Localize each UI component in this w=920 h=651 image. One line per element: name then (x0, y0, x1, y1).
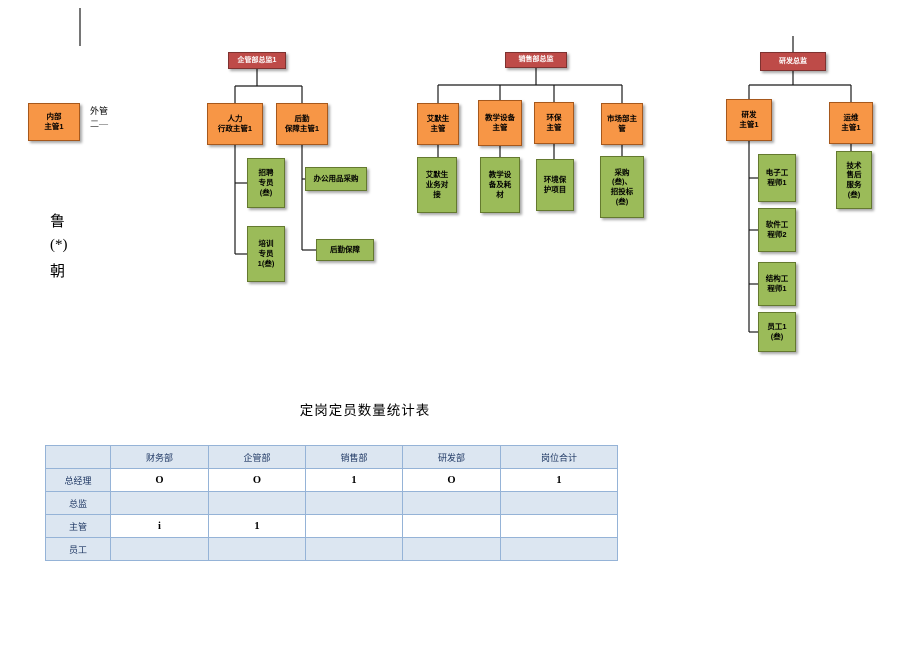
row-label-director[interactable]: 总监 (45, 491, 111, 515)
staffing-stats-table: 财务部 企管部 销售部 研发部 岗位合计 总经理 O O 1 O 1 总监 (45, 445, 618, 561)
header-cell-finance[interactable]: 财务部 (110, 445, 209, 469)
cell-staff-sales[interactable] (305, 537, 403, 561)
org-node-emerson-manager[interactable]: 艾默生 主管 (417, 103, 459, 145)
side-note-line1: 外管 (90, 106, 109, 116)
cell-manager-finance[interactable]: i (110, 514, 209, 538)
org-node-teaching-equip-supplies[interactable]: 教学设 备及耗 材 (480, 157, 520, 213)
org-node-logistics-manager[interactable]: 后勤 保障主管1 (276, 103, 328, 145)
vertical-char-2: (*) (50, 237, 68, 253)
org-node-teaching-equip-manager[interactable]: 教学设备 主管 (478, 100, 522, 146)
cell-staff-finance[interactable] (110, 537, 209, 561)
org-node-hr-admin-manager[interactable]: 人力 行政主管1 (207, 103, 263, 145)
org-node-electronics-engineer[interactable]: 电子工 程师1 (758, 154, 796, 202)
header-cell-blank[interactable] (45, 445, 111, 469)
cell-gm-finance[interactable]: O (110, 468, 209, 492)
table-title: 定岗定员数量统计表 (299, 403, 431, 418)
org-node-environment-manager[interactable]: 环保 主管 (534, 102, 574, 144)
cell-gm-rd[interactable]: O (402, 468, 501, 492)
cell-director-finance[interactable] (110, 491, 209, 515)
table-row-gm: 总经理 O O 1 O 1 (45, 468, 618, 492)
org-node-admin-director[interactable]: 企管部总监1 (228, 52, 286, 69)
row-label-gm[interactable]: 总经理 (45, 468, 111, 492)
cell-gm-sales[interactable]: 1 (305, 468, 403, 492)
org-node-office-supplies[interactable]: 办公用品采购 (305, 167, 367, 191)
org-node-emerson-business[interactable]: 艾默生 业务对 接 (417, 157, 457, 213)
row-label-manager[interactable]: 主管 (45, 514, 111, 538)
cell-staff-rd[interactable] (402, 537, 501, 561)
row-label-staff[interactable]: 员工 (45, 537, 111, 561)
header-cell-total[interactable]: 岗位合计 (500, 445, 618, 469)
cell-manager-total[interactable] (500, 514, 618, 538)
cell-manager-admin[interactable]: 1 (208, 514, 306, 538)
org-node-rd-director[interactable]: 研发总监 (760, 52, 826, 71)
org-node-recruiting-staff[interactable]: 招聘 专员 (叁) (247, 158, 285, 208)
vertical-char-1: 鲁 (50, 214, 66, 230)
org-node-procurement-bidding[interactable]: 采购 (叁)、 招投标 (叁) (600, 156, 644, 218)
org-node-ops-manager[interactable]: 运维 主管1 (829, 102, 873, 144)
org-node-staff-1[interactable]: 员工1 (叁) (758, 312, 796, 352)
org-node-logistics-support[interactable]: 后勤保障 (316, 239, 374, 261)
table-row-manager: 主管 i 1 (45, 514, 618, 538)
org-node-tech-aftersales[interactable]: 技术 售后 服务 (叁) (836, 151, 872, 209)
org-node-internal-manager[interactable]: 内部 主管1 (28, 103, 80, 141)
cell-manager-rd[interactable] (402, 514, 501, 538)
header-cell-admin[interactable]: 企管部 (208, 445, 306, 469)
org-node-structural-engineer[interactable]: 结构工 程师1 (758, 262, 796, 306)
table-header-row: 财务部 企管部 销售部 研发部 岗位合计 (45, 445, 618, 469)
cell-director-total[interactable] (500, 491, 618, 515)
cell-director-rd[interactable] (402, 491, 501, 515)
cell-manager-sales[interactable] (305, 514, 403, 538)
org-node-sales-director[interactable]: 销售部总监 (505, 52, 567, 68)
org-node-rd-manager[interactable]: 研发 主管1 (726, 99, 772, 141)
cell-staff-admin[interactable] (208, 537, 306, 561)
cell-director-admin[interactable] (208, 491, 306, 515)
org-node-marketing-manager[interactable]: 市场部主 管 (601, 103, 643, 145)
cell-director-sales[interactable] (305, 491, 403, 515)
cell-gm-total[interactable]: 1 (500, 468, 618, 492)
org-node-training-staff[interactable]: 培训 专员 1(叁) (247, 226, 285, 282)
side-note-line2: 二— (90, 119, 109, 129)
vertical-char-3: 朝 (50, 264, 66, 280)
org-node-environment-project[interactable]: 环境保 护项目 (536, 159, 574, 211)
table-row-staff: 员工 (45, 537, 618, 561)
vertical-text-block: 鲁 (*) 朝 (50, 210, 68, 281)
table-row-director: 总监 (45, 491, 618, 515)
header-cell-sales[interactable]: 销售部 (305, 445, 403, 469)
header-cell-rd[interactable]: 研发部 (402, 445, 501, 469)
cell-gm-admin[interactable]: O (208, 468, 306, 492)
cell-staff-total[interactable] (500, 537, 618, 561)
org-node-software-engineer[interactable]: 软件工 程师2 (758, 208, 796, 252)
